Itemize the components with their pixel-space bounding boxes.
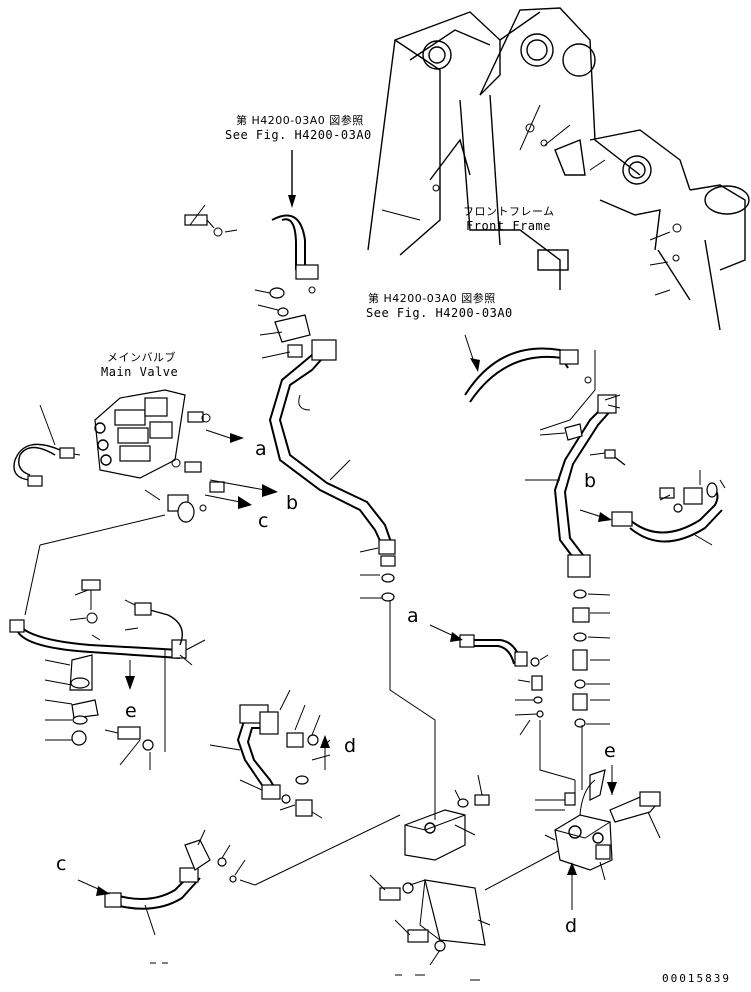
letter-c-main-valve: c <box>258 510 269 532</box>
letter-c-lower-hose: c <box>56 853 67 875</box>
left-pipe-assembly <box>9 514 206 770</box>
lower-left-hose <box>77 829 246 936</box>
lower-middle-pipe <box>209 689 331 819</box>
reference-label-top-en: See Fig. H4200-03A0 <box>225 128 372 142</box>
hose-a <box>429 624 576 781</box>
bottom-marks <box>150 962 480 981</box>
letter-e-left: e <box>125 700 138 722</box>
letter-b-right-hose: b <box>584 470 597 492</box>
letter-d-center: d <box>344 735 357 757</box>
reference-label-top-jp: 第 H4200-03A0 図参照 <box>236 114 364 127</box>
part-number: 00015839 <box>662 972 731 985</box>
bolts-top <box>184 204 311 359</box>
center-block <box>239 600 490 886</box>
front-frame-label-jp: フロントフレーム <box>463 205 555 218</box>
front-frame-drawing <box>367 7 750 331</box>
main-valve-label-en: Main Valve <box>101 365 179 379</box>
letter-a-main-valve: a <box>255 438 268 460</box>
central-pipe <box>268 339 396 602</box>
top-hose <box>271 150 319 294</box>
front-frame-label-en: Front Frame <box>466 219 551 233</box>
main-valve <box>13 389 278 523</box>
letter-b-main-valve: b <box>286 492 299 514</box>
main-valve-label-jp: メインバルブ <box>107 351 176 364</box>
right-connection-lines <box>539 350 596 790</box>
right-valve-block <box>535 765 662 910</box>
letter-e-right: e <box>604 740 617 762</box>
frame-leaders <box>519 104 671 296</box>
right-hose-mid <box>464 334 592 403</box>
reference-label-mid-jp: 第 H4200-03A0 図参照 <box>368 292 496 305</box>
letter-d-right: d <box>565 915 578 937</box>
right-hose-b <box>579 470 726 546</box>
letter-a-hose: a <box>407 605 420 627</box>
bracket <box>369 849 561 966</box>
reference-label-mid-en: See Fig. H4200-03A0 <box>366 306 513 320</box>
